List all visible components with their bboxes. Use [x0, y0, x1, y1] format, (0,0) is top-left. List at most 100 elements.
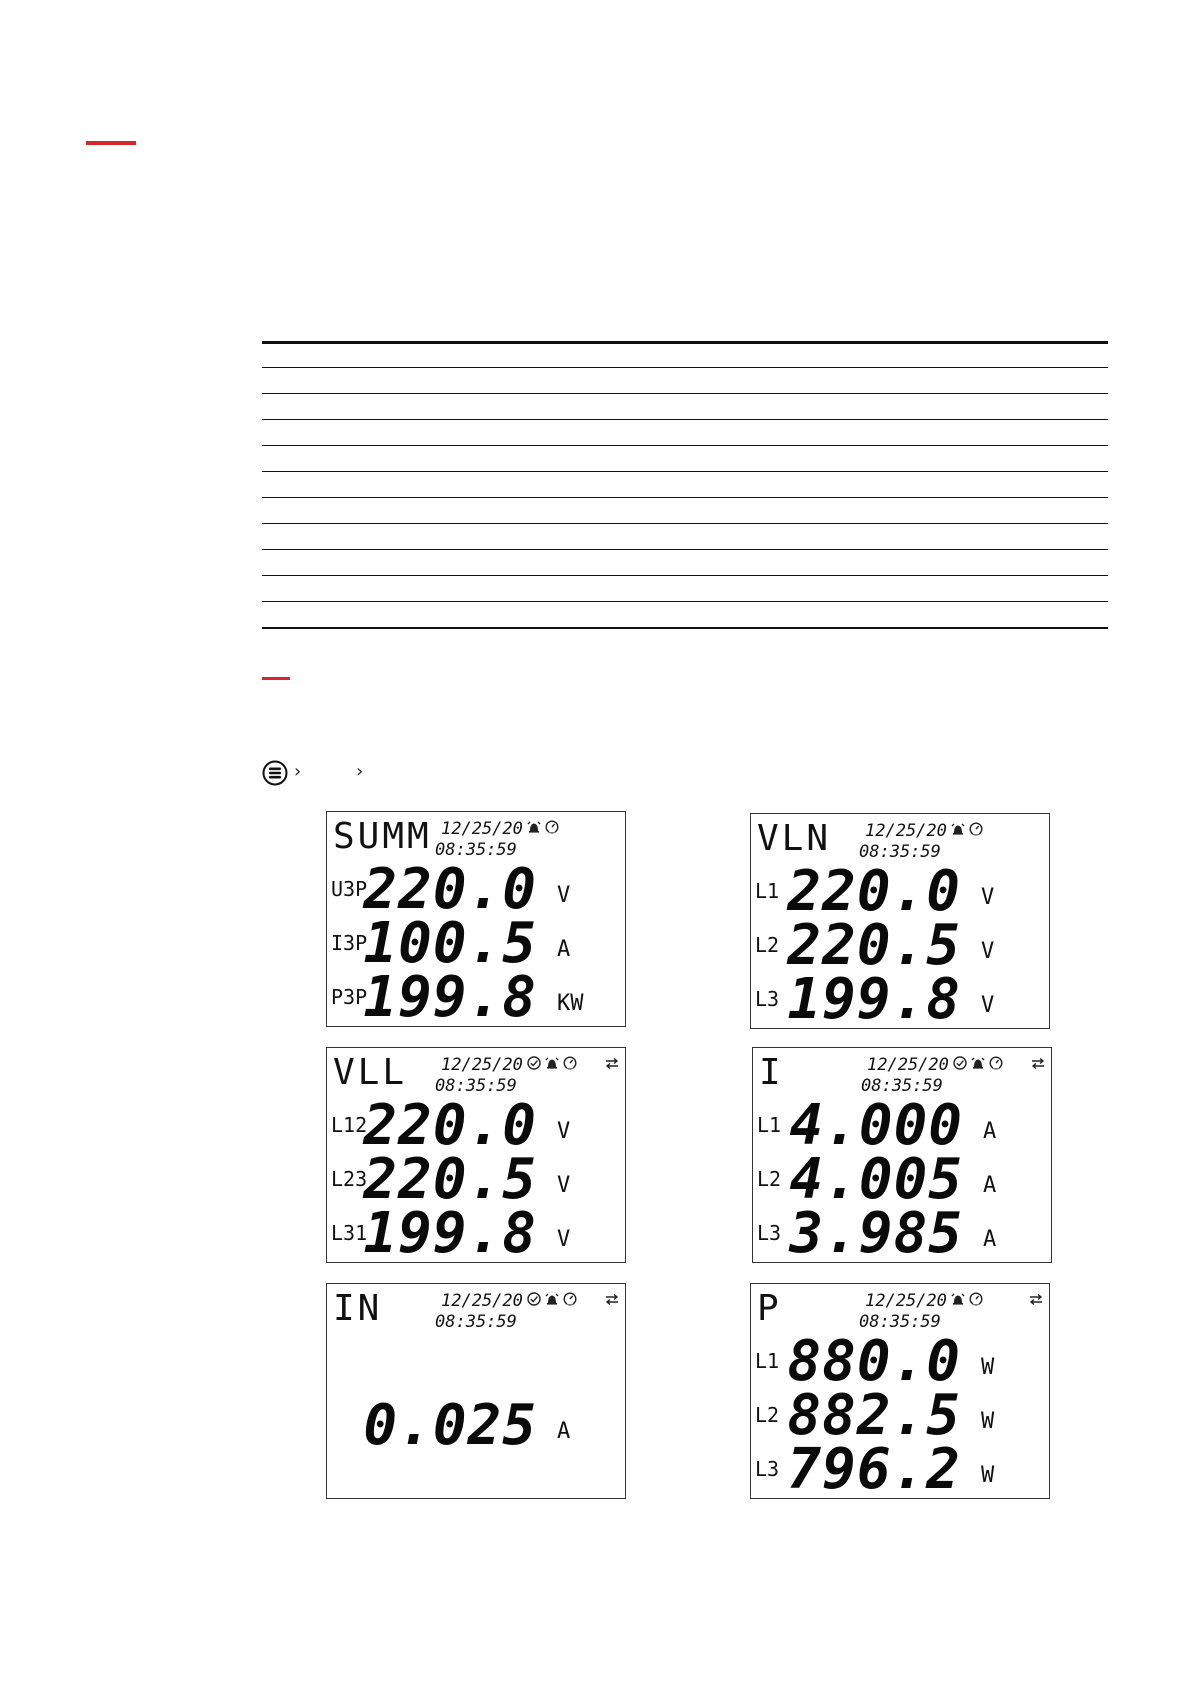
row-label: L31: [331, 1221, 367, 1245]
alarm-icon: [951, 1293, 965, 1305]
row-value: 100.5: [363, 911, 537, 976]
menu-path: › ›: [262, 760, 422, 786]
row-unit: W: [981, 1463, 995, 1488]
row-label: L23: [331, 1167, 367, 1191]
table-row-rule: [262, 549, 1108, 550]
screen-time: 08:35:59: [859, 842, 941, 862]
row-value: 220.0: [362, 857, 537, 922]
parameter-table: [262, 341, 1108, 629]
row-unit: A: [983, 1119, 996, 1144]
row-value: 4.005: [789, 1147, 963, 1212]
row-value: 220.5: [786, 913, 961, 978]
row-label: L3: [755, 987, 779, 1011]
row-unit: A: [983, 1173, 996, 1198]
row-label: P3P: [331, 985, 367, 1009]
swap-icon: [605, 1057, 619, 1070]
gauge-icon: [563, 1056, 577, 1070]
row-label: L3: [755, 1457, 779, 1481]
chevron-right-icon: ›: [294, 761, 302, 782]
alarm-icon: [527, 821, 541, 833]
row-label: U3P: [331, 877, 367, 901]
screen-date: 12/25/20: [865, 1291, 947, 1311]
row-unit: A: [983, 1227, 996, 1252]
check-icon: [527, 1056, 541, 1070]
table-row-rule: [262, 497, 1108, 498]
row-label: L1: [757, 1113, 781, 1137]
screen-title: VLN: [757, 818, 831, 859]
section-accent-bar: [86, 141, 136, 145]
check-icon: [527, 1292, 541, 1306]
menu-button-icon[interactable]: [262, 760, 288, 786]
row-unit: V: [557, 1119, 570, 1144]
row-label: L3: [757, 1221, 781, 1245]
swap-icon: [1029, 1293, 1043, 1306]
row-value: 220.5: [362, 1147, 537, 1212]
check-icon: [953, 1056, 967, 1070]
row-value: 0.025: [363, 1393, 537, 1458]
screen-time: 08:35:59: [859, 1312, 941, 1332]
gauge-icon: [969, 1292, 983, 1306]
table-row-rule: [262, 575, 1108, 576]
screen-title: I: [759, 1052, 784, 1093]
table-row-rule: [262, 471, 1108, 472]
row-label: L1: [755, 879, 779, 903]
screen-title: P: [757, 1288, 782, 1329]
row-label: L2: [755, 933, 779, 957]
table-row-rule: [262, 393, 1108, 394]
row-unit: V: [981, 939, 994, 964]
row-unit: A: [557, 937, 570, 962]
alarm-icon: [971, 1057, 985, 1069]
screen-date: 12/25/20: [441, 819, 523, 839]
row-value: 880.0: [787, 1329, 961, 1394]
screen-date: 12/25/20: [867, 1055, 949, 1075]
row-value: 220.0: [786, 859, 961, 924]
swap-icon: [605, 1293, 619, 1306]
screen-title: IN: [333, 1288, 382, 1329]
subsection-accent-bar: [262, 677, 290, 680]
screen-time: 08:35:59: [435, 1076, 517, 1096]
row-value: 199.8: [363, 965, 537, 1027]
screen-time: 08:35:59: [435, 1312, 517, 1332]
table-row-rule: [262, 523, 1108, 524]
table-top-rule: [262, 341, 1108, 344]
screen-title: VLL: [333, 1052, 407, 1093]
row-value: 796.2: [787, 1437, 961, 1499]
row-value: 220.0: [362, 1093, 537, 1158]
table-row-rule: [262, 601, 1108, 602]
screen-time: 08:35:59: [435, 840, 517, 860]
row-value: 199.8: [787, 967, 961, 1029]
row-unit: W: [981, 1355, 995, 1380]
alarm-icon: [951, 823, 965, 835]
screen-title: SUMM: [333, 816, 432, 857]
row-unit: A: [557, 1419, 570, 1444]
table-row-rule: [262, 367, 1108, 368]
row-value: 3.985: [788, 1201, 963, 1263]
gauge-icon: [563, 1292, 577, 1306]
table-row-rule: [262, 445, 1108, 446]
row-unit: KW: [557, 991, 584, 1016]
row-label: L12: [331, 1113, 367, 1137]
table-bottom-rule: [262, 627, 1108, 629]
alarm-icon: [545, 1293, 559, 1305]
row-value: 882.5: [787, 1383, 961, 1448]
gauge-icon: [545, 820, 559, 834]
row-unit: V: [557, 1173, 570, 1198]
row-value: 199.8: [363, 1201, 537, 1263]
row-label: L2: [757, 1167, 781, 1191]
swap-icon: [1031, 1057, 1045, 1070]
screen-date: 12/25/20: [441, 1055, 523, 1075]
screen-date: 12/25/20: [865, 821, 947, 841]
row-unit: V: [981, 885, 994, 910]
row-unit: V: [557, 883, 570, 908]
chevron-right-icon: ›: [356, 761, 364, 782]
gauge-icon: [969, 822, 983, 836]
screen-time: 08:35:59: [861, 1076, 943, 1096]
table-row-rule: [262, 419, 1108, 420]
row-label: L1: [755, 1349, 779, 1373]
alarm-icon: [545, 1057, 559, 1069]
